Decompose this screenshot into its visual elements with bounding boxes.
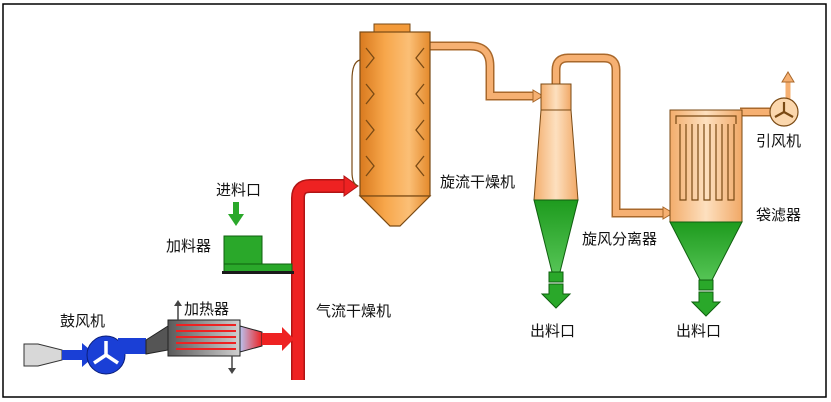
heater-steam-in-arrow	[174, 300, 182, 306]
filter-body	[669, 109, 743, 223]
heater-coils	[176, 324, 236, 350]
airflow-dryer-pipe	[292, 180, 348, 380]
blower-heater-line	[23, 300, 294, 375]
diagram-frame	[2, 3, 827, 398]
cyclone-separator	[533, 83, 579, 309]
label-outlet-1: 出料口	[530, 322, 575, 340]
blower-outlet	[118, 338, 146, 354]
filter-outlet-arrow	[690, 291, 722, 317]
flow-arrow-into-dryer	[343, 175, 359, 197]
filter-bags	[679, 124, 735, 201]
intake-duct	[62, 350, 84, 360]
feeder	[223, 202, 263, 265]
air-intake-nozzle	[23, 343, 63, 367]
induced-fan	[769, 97, 799, 127]
bag-filter	[669, 109, 743, 317]
separator-valve	[548, 271, 564, 283]
separator-cone	[533, 199, 579, 273]
pipe-dryer-to-cyclone-outline	[430, 41, 535, 101]
feeder-conveyor-base	[222, 271, 294, 274]
induced-fan-blades-icon	[774, 102, 794, 118]
heater-outlet-cone	[239, 325, 263, 353]
dryer-side-duct	[351, 59, 361, 187]
hot-air-arrow	[282, 327, 294, 351]
dryer-vanes	[365, 47, 425, 177]
heater-inlet-cone	[145, 325, 169, 355]
separator-outlet-arrow	[540, 283, 572, 309]
label-airflow-dryer: 气流干燥机	[316, 302, 391, 320]
filter-hopper	[669, 221, 743, 281]
label-bag-filter: 袋滤器	[756, 206, 801, 224]
label-outlet-2: 出料口	[676, 322, 721, 340]
filter-valve	[698, 279, 714, 291]
pipe-cyclone-to-filter	[553, 55, 665, 216]
label-feed-inlet: 进料口	[216, 181, 261, 199]
feed-arrow-head	[228, 214, 244, 226]
label-feeder: 加料器	[166, 237, 211, 255]
separator-body	[533, 109, 579, 201]
dryer-cone	[358, 195, 432, 227]
cyclone-dryer	[351, 23, 432, 227]
label-heater: 加热器	[184, 300, 229, 318]
feeder-hopper	[223, 235, 263, 265]
filter-manifold	[675, 115, 737, 124]
feed-arrow-stem	[233, 202, 239, 216]
pipe-dryer-to-cyclone	[430, 43, 535, 99]
flow-arrow-to-filter	[662, 206, 674, 220]
heater-condensate-arrow	[228, 368, 236, 374]
label-induced-fan: 引风机	[756, 132, 801, 150]
blower-fan-icon	[93, 341, 119, 365]
hot-air-duct	[262, 333, 284, 345]
dryer-top-flange	[373, 23, 411, 33]
feeder-conveyor	[223, 263, 293, 273]
label-cyclone-separator: 旋风分离器	[582, 230, 657, 248]
separator-head	[540, 83, 572, 111]
flow-arrow-to-cyclone	[532, 89, 544, 103]
airflow-dryer-pipe-outline	[291, 179, 348, 380]
exhaust-arrow	[781, 71, 795, 83]
label-cyclone-dryer: 旋流干燥机	[440, 173, 515, 191]
label-blower: 鼓风机	[60, 312, 105, 330]
